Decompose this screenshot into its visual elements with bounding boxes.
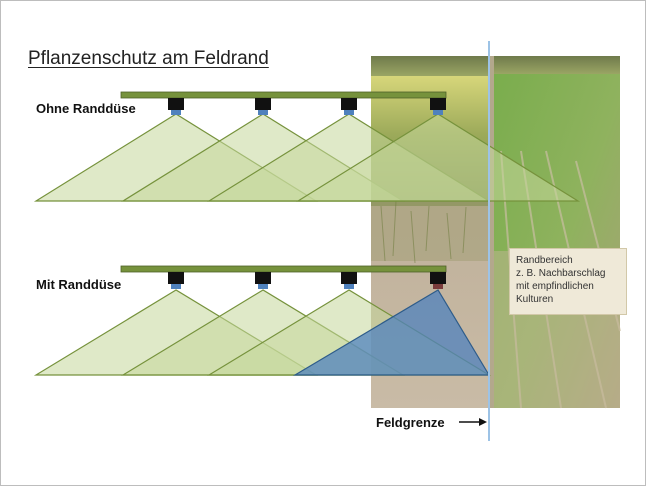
page-title: Pflanzenschutz am Feldrand bbox=[28, 48, 269, 69]
nozzles bbox=[168, 98, 446, 115]
spray-boom bbox=[120, 265, 447, 273]
label-with-edge-nozzle: Mit Randdüse bbox=[36, 277, 122, 292]
nozzle bbox=[255, 98, 271, 110]
nozzles bbox=[168, 272, 446, 289]
spray-boom bbox=[120, 91, 447, 99]
info-line: mit empfindlichen bbox=[516, 281, 594, 292]
info-line: Randbereich bbox=[516, 255, 573, 266]
info-line: z. B. Nachbarschlag bbox=[516, 268, 606, 279]
spray-row-without-edge-nozzle bbox=[33, 91, 581, 202]
nozzle bbox=[168, 272, 184, 284]
label-without-edge-nozzle: Ohne Randdüse bbox=[36, 101, 136, 116]
spray-row-with-edge-nozzle bbox=[33, 265, 492, 376]
info-line: Kulturen bbox=[516, 294, 554, 305]
edge-nozzle bbox=[430, 272, 446, 284]
nozzle bbox=[168, 98, 184, 110]
nozzle bbox=[341, 98, 357, 110]
boundary-arrow-icon bbox=[459, 418, 487, 426]
edge-nozzle-spray bbox=[292, 289, 491, 376]
nozzle bbox=[255, 272, 271, 284]
nozzle bbox=[341, 272, 357, 284]
spray-fan bbox=[295, 113, 581, 202]
edge-area-info-box: Randbereich z. B. Nachbarschlag mit empf… bbox=[509, 248, 627, 315]
boundary-label: Feldgrenze bbox=[376, 415, 445, 430]
nozzle bbox=[430, 98, 446, 110]
